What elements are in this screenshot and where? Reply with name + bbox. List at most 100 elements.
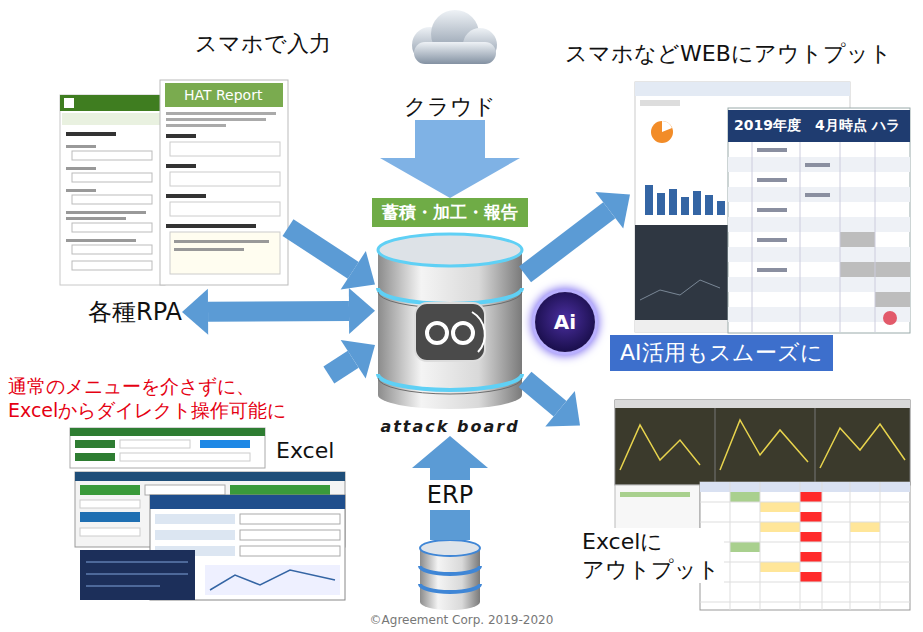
flow-arrow — [525, 192, 630, 274]
illustration-part — [800, 142, 801, 332]
illustration-part — [840, 232, 875, 247]
illustration-part — [72, 261, 152, 270]
illustration-part — [850, 522, 880, 532]
illustration-part — [200, 440, 250, 448]
illustration-part — [700, 562, 910, 563]
illustration-part — [757, 238, 787, 242]
illustration-part — [70, 428, 265, 436]
illustration-part — [717, 201, 725, 215]
illustration-part — [620, 492, 690, 497]
illustration-part — [728, 157, 910, 172]
banner-label: AI活用もスムーズに — [610, 335, 833, 371]
illustration-part — [72, 223, 152, 232]
illustration-part — [728, 247, 910, 262]
section-heading: スマホで入力 — [195, 30, 331, 58]
illustration-part — [728, 187, 910, 202]
illustration-part — [174, 240, 269, 243]
illustration-part — [75, 453, 115, 461]
node-label: ERP — [423, 480, 477, 510]
illustration-part — [880, 482, 881, 610]
web-screenshot — [635, 82, 910, 333]
illustration-part — [757, 148, 787, 152]
arrow-shaft — [415, 120, 485, 158]
illustration-part — [681, 197, 689, 215]
illustration-part — [800, 572, 822, 582]
illustration-part — [166, 134, 196, 138]
illustration-part — [66, 167, 96, 170]
illustration-part — [635, 82, 850, 96]
illustration-part — [615, 400, 910, 485]
arrow-shaft — [525, 210, 609, 274]
illustration-part — [120, 440, 190, 448]
erp-database: ERP — [410, 540, 490, 612]
illustration-part — [757, 178, 787, 182]
illustration-part — [651, 121, 673, 143]
illustration-part — [66, 239, 136, 242]
illustration-part — [66, 211, 146, 214]
illustration-part — [657, 193, 665, 215]
excel-input-screenshot — [70, 428, 345, 600]
phone-screenshot — [60, 80, 288, 285]
illustration-part — [840, 142, 841, 332]
illustration-part — [883, 311, 897, 325]
illustration-part — [150, 495, 345, 509]
illustration-part — [715, 408, 716, 485]
illustration-part — [760, 502, 800, 512]
illustration-part — [378, 234, 522, 266]
note-text: 通常のメニューを介さずに、 Excelからダイレクト操作可能に — [8, 375, 318, 423]
illustration-part — [166, 124, 226, 127]
illustration-part — [420, 566, 480, 574]
rpa-node: 各種RPA — [88, 297, 182, 327]
illustration-part — [662, 121, 672, 132]
arrow-head — [341, 340, 375, 379]
illustration-part — [80, 512, 140, 522]
band-label: 蓄積・加工・報告 — [372, 198, 528, 227]
illustration-part — [728, 110, 910, 142]
illustration-part — [166, 224, 256, 228]
database-cylinder — [378, 234, 522, 409]
illustration-part — [72, 245, 152, 254]
illustration-part — [645, 185, 653, 215]
illustration-part — [72, 195, 152, 204]
cloud-icon — [412, 10, 497, 64]
illustration-part — [86, 562, 188, 563]
excel-output-screens: Excelに アウトプット — [580, 400, 913, 612]
illustration-part — [72, 151, 152, 160]
illustration-part — [757, 268, 787, 272]
illustration-part — [420, 594, 480, 610]
illustration-part — [80, 550, 195, 600]
illustration-part — [60, 95, 165, 285]
illustration-part — [66, 189, 96, 192]
section-heading: スマホなどWEBにアウトプット — [565, 40, 892, 68]
illustration-part — [427, 323, 447, 343]
illustration-part — [64, 98, 74, 108]
arrow-head — [380, 158, 520, 198]
illustration-part — [875, 262, 910, 277]
flow-arrow — [288, 228, 375, 290]
illustration-part — [705, 195, 713, 215]
erp-database-icon — [420, 540, 480, 610]
arrow-shaft — [288, 228, 353, 271]
illustration-part — [420, 540, 480, 556]
illustration-part — [640, 100, 680, 106]
illustration-part — [174, 248, 244, 251]
illustration-part — [166, 164, 196, 168]
process-band: 蓄積・加工・報告 — [372, 198, 528, 227]
illustration-part — [70, 428, 265, 468]
illustration-part — [875, 142, 876, 332]
illustration-part — [378, 250, 522, 395]
illustration-part — [472, 312, 485, 352]
illustration-part — [760, 522, 800, 532]
illustration-part — [66, 132, 116, 136]
illustration-part — [170, 202, 280, 216]
illustration-part — [166, 194, 206, 198]
flow-arrow — [412, 436, 488, 540]
illustration-part — [240, 546, 340, 556]
illustration-part — [800, 552, 822, 562]
illustration-part — [66, 145, 96, 148]
illustration-part — [86, 574, 188, 575]
illustration-part — [120, 453, 250, 461]
illustration-part — [760, 482, 761, 610]
illustration-part — [620, 425, 700, 470]
illustration-part — [155, 530, 235, 540]
